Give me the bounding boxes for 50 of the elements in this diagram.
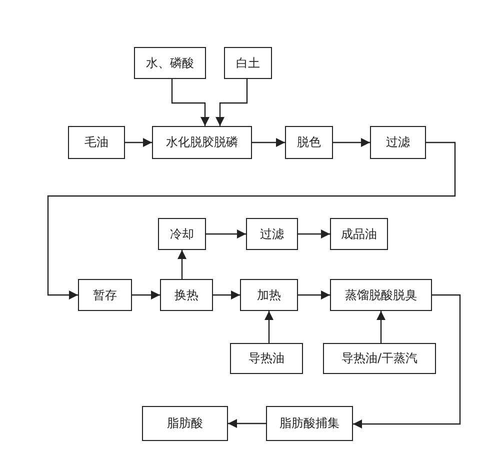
arrow: [206, 230, 246, 238]
process-box: [266, 406, 353, 441]
arrow: [132, 290, 160, 300]
box-label: 过滤: [386, 134, 410, 151]
box-label: 毛油: [84, 134, 108, 151]
box-label: 蒸馏脱酸脱臭: [345, 286, 417, 304]
arrow: [298, 290, 330, 300]
arrow: [47, 142, 456, 300]
process-box: [285, 126, 333, 159]
arrow: [171, 79, 210, 126]
process-box: [370, 126, 426, 159]
box-label: 水、磷酸: [146, 54, 194, 72]
box-label: 脂肪酸捕集: [280, 415, 340, 432]
box-label: 脱色: [297, 134, 321, 151]
process-box: [142, 406, 228, 441]
arrow: [252, 138, 285, 147]
process-box: [152, 126, 252, 159]
process-box: [78, 279, 132, 311]
process-box: [330, 218, 388, 250]
arrow: [216, 79, 248, 126]
process-box: [158, 218, 206, 250]
arrow: [264, 311, 274, 343]
arrow: [125, 138, 152, 147]
arrow: [213, 290, 240, 300]
box-label: 导热油/干蒸汽: [341, 350, 418, 367]
box-label: 冷却: [170, 226, 194, 242]
box-label: 换热: [174, 286, 198, 304]
box-label: 水化脱胶脱磷: [166, 134, 238, 151]
process-box: [68, 126, 125, 159]
box-label: 白土: [236, 54, 260, 72]
process-box: [240, 279, 298, 311]
arrow: [178, 250, 186, 279]
process-box: [160, 279, 213, 311]
arrow: [353, 294, 461, 428]
arrow: [298, 230, 330, 238]
arrow: [333, 138, 370, 147]
box-label: 过滤: [260, 226, 284, 242]
arrow: [376, 311, 386, 343]
arrow: [228, 419, 266, 428]
process-box: [224, 47, 272, 79]
process-box: [230, 343, 303, 374]
process-box: [134, 47, 206, 79]
box-label: 脂肪酸: [167, 415, 203, 432]
box-label: 加热: [257, 286, 281, 304]
box-label: 导热油: [248, 350, 284, 367]
box-label: 成品油: [341, 226, 377, 242]
process-box: [246, 218, 298, 250]
box-label: 暂存: [93, 286, 117, 304]
process-box: [323, 343, 436, 374]
process-box: [330, 279, 432, 311]
